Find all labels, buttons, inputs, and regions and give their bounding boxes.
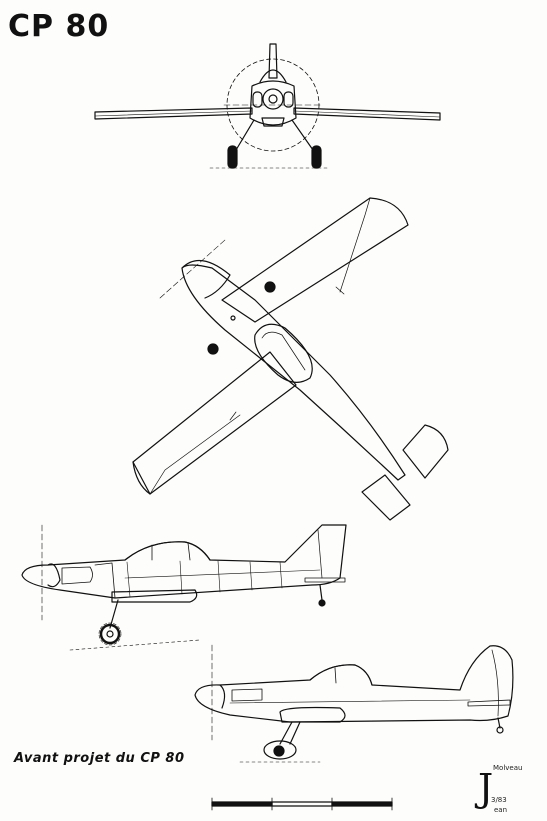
side1-tailplane — [304, 577, 346, 583]
front-right-wing — [293, 107, 441, 121]
side1-cowl-panel — [94, 562, 116, 599]
plan-view — [132, 197, 449, 521]
signature-initial: J — [478, 766, 494, 810]
scale-bar — [211, 797, 393, 811]
plan-wheel-right — [264, 281, 276, 293]
side1-canopy-frame-2 — [187, 542, 191, 561]
side-view-2 — [194, 644, 514, 763]
side2-tailwheel — [496, 726, 504, 734]
front-fuselage — [249, 80, 297, 126]
plan-fuel-cap — [230, 315, 236, 321]
plan-left-wing — [132, 351, 297, 495]
side2-canopy — [309, 664, 373, 686]
side2-main-wheel — [273, 745, 285, 757]
front-cylinder-left — [252, 91, 263, 108]
scale-bar-segment-1 — [211, 801, 273, 807]
side1-tailwheel — [318, 599, 326, 607]
front-view — [94, 43, 441, 169]
side1-rudder-hinge — [317, 529, 323, 579]
side2-rudder-hinge — [491, 649, 499, 717]
signature-name-bottom: ean — [494, 806, 508, 814]
side2-wheel-spat — [263, 740, 297, 760]
front-canopy — [259, 69, 287, 83]
plan-wheel-left — [207, 343, 219, 355]
signature-name-top: Molveau — [493, 764, 523, 772]
side1-frame-c — [217, 560, 221, 593]
plan-right-tailplane — [402, 424, 449, 479]
side1-frame-d — [249, 561, 253, 591]
plan-left-wingtip — [132, 461, 151, 495]
side2-canopy-frame — [334, 667, 337, 684]
plan-canopy-frame — [261, 331, 306, 371]
plan-propeller-line — [159, 239, 226, 299]
plan-right-wing — [221, 197, 409, 323]
side1-ground-line — [69, 639, 201, 651]
front-gear-leg-right — [291, 119, 314, 151]
side1-exhaust — [61, 566, 93, 585]
side1-fuselage — [21, 524, 347, 599]
front-fin — [268, 43, 278, 79]
side1-wheel-travel — [98, 622, 122, 646]
front-wheel-right — [311, 145, 322, 169]
plan-canopy — [254, 323, 313, 383]
plan-right-aileron — [339, 197, 371, 293]
side1-main-wheel — [99, 623, 121, 645]
front-left-wing — [94, 107, 253, 120]
side1-tailwheel-leg — [319, 584, 323, 601]
plan-fuselage — [181, 264, 406, 481]
scale-bar-segment-3 — [331, 801, 393, 807]
plan-right-aileron-end — [335, 286, 345, 295]
plan-left-aileron-end — [229, 411, 237, 421]
side1-frame-b — [179, 560, 183, 595]
side2-fuselage — [194, 645, 514, 723]
side2-exhaust — [231, 688, 263, 702]
front-spinner — [262, 88, 284, 110]
front-air-intake — [261, 117, 285, 127]
front-left-wing-line — [94, 110, 253, 117]
side1-canopy — [124, 541, 211, 561]
front-gear-leg-left — [235, 119, 255, 151]
side1-wing-root — [111, 589, 198, 603]
drawing-caption: Avant projet du CP 80 — [14, 751, 185, 766]
side2-spinner — [219, 684, 226, 709]
drawing-title: CP 80 — [8, 9, 110, 44]
side2-stringer — [229, 699, 471, 704]
side2-tailwheel-leg — [497, 717, 501, 729]
front-wheel-left — [227, 145, 238, 169]
side1-spinner — [47, 563, 61, 588]
side2-tailplane — [467, 699, 511, 707]
side1-stringer — [124, 569, 321, 579]
plan-left-tailplane — [361, 474, 411, 521]
scale-bar-segment-2 — [271, 801, 333, 807]
side2-wing-root — [279, 706, 346, 723]
front-cylinder-right — [283, 91, 294, 108]
side1-frame-e — [279, 561, 283, 589]
side-view-1 — [21, 524, 347, 651]
signature-date: 3/83 — [491, 796, 507, 804]
plan-cowling — [181, 259, 231, 299]
side2-gear-fairing — [289, 721, 301, 745]
front-right-wing-line — [293, 110, 441, 118]
side2-gear-leg — [279, 721, 293, 745]
plan-left-aileron — [149, 414, 241, 495]
front-spinner-center — [268, 94, 278, 104]
side1-main-wheel-hub — [106, 630, 114, 638]
